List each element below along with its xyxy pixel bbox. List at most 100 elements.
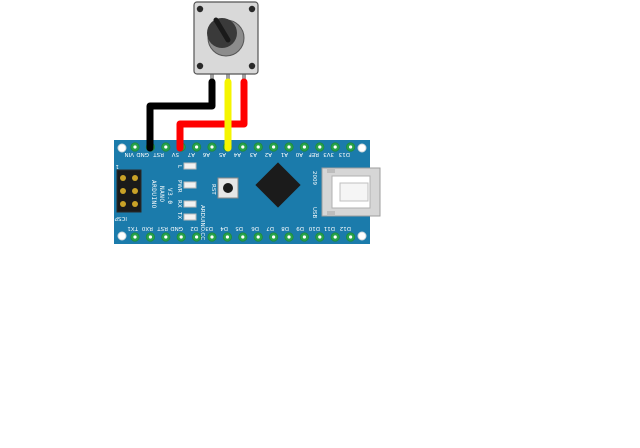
usb-tab: [327, 211, 335, 216]
pin-label-d12: D12: [340, 225, 351, 231]
led-label-rx: RX: [176, 200, 182, 208]
pin-label-d10: D10: [308, 225, 320, 231]
pot-leg-wiper: [226, 72, 230, 84]
pin-hole: [272, 145, 276, 149]
pot-mount-hole: [196, 5, 204, 13]
icsp-pin: [120, 175, 126, 181]
pin-label-a0: A0: [295, 151, 303, 157]
led-label-tx: TX: [176, 211, 182, 219]
status-leds: L PWR RX TX: [176, 162, 197, 221]
led-l: [183, 162, 197, 170]
wire-red-5v[interactable]: [176, 78, 248, 152]
mount-hole: [117, 143, 127, 153]
mount-hole: [357, 231, 367, 241]
pin-label-d6: D6: [251, 225, 259, 231]
pin-label-d8: D8: [281, 225, 289, 231]
pin-hole: [179, 235, 183, 239]
pin-label-a4: A4: [233, 151, 241, 157]
pot-mount-hole: [248, 5, 256, 13]
pin-hole: [148, 235, 152, 239]
website-label: ARDUINO.CC: [199, 205, 205, 240]
pot-leg-right: [242, 72, 246, 84]
icsp-pin1-label: 1: [116, 163, 120, 169]
pin-label-a6: A6: [202, 151, 210, 157]
icsp-pin: [132, 188, 138, 194]
icsp-pin: [132, 201, 138, 207]
pin-label-rst: RST: [153, 151, 164, 157]
pin-label-a2: A2: [265, 151, 272, 157]
led-tx: [183, 213, 197, 221]
pin-label-a3: A3: [249, 151, 257, 157]
microcontroller-chip: [255, 162, 301, 208]
pin-hole: [133, 145, 137, 149]
pin-hole: [225, 235, 229, 239]
pin-label-vin: VIN: [125, 151, 135, 157]
pin-hole: [349, 235, 353, 239]
pin-hole: [164, 145, 168, 149]
pin-label-3v3: 3V3: [323, 151, 334, 157]
pin-label-d13: D13: [338, 151, 350, 157]
pin-label-gnd: GND: [136, 151, 149, 157]
pin-hole: [195, 145, 199, 149]
pot-mount-hole: [196, 62, 204, 70]
led-label-pwr: PWR: [176, 180, 182, 193]
usb-tab: [327, 168, 335, 173]
pin-label-a1: A1: [281, 151, 288, 157]
board-name-line-1: ARDUINO: [150, 180, 157, 209]
icsp-pin: [132, 175, 138, 181]
icsp-pin: [120, 201, 126, 207]
pin-hole: [302, 235, 306, 239]
reset-button-label: RST: [210, 184, 216, 195]
pin-hole: [241, 145, 245, 149]
board-name-line-3: V3.0: [166, 188, 173, 204]
pin-hole: [210, 235, 214, 239]
wires: [146, 78, 248, 152]
potentiometer: [193, 1, 259, 84]
pin-hole: [333, 145, 337, 149]
chip-body: [255, 162, 301, 208]
led-label-l: L: [176, 165, 182, 169]
pin-label-d11: D11: [324, 225, 335, 231]
icsp-pin: [120, 188, 126, 194]
pin-label-ref: REF: [309, 151, 319, 157]
pin-hole: [210, 145, 214, 149]
wire-black-gnd[interactable]: [146, 78, 216, 152]
pin-hole: [318, 235, 322, 239]
pin-hole: [318, 145, 322, 149]
led-pwr: [183, 181, 197, 189]
pin-label-d2: D2: [190, 225, 198, 231]
icsp-label: ICSP: [114, 215, 127, 221]
icsp-header: ICSP 1: [114, 163, 142, 221]
board-name-line-2: NANO: [158, 186, 165, 202]
reset-button-cap[interactable]: [223, 183, 233, 193]
pot-mount-hole: [248, 62, 256, 70]
pin-hole: [349, 145, 353, 149]
pin-label-tx1: TX1: [127, 225, 139, 231]
bottom-pin-header: [130, 232, 356, 242]
pin-hole: [241, 235, 245, 239]
top-pin-header: [130, 142, 356, 152]
chip-label: 2009: [311, 171, 317, 185]
usb-tongue: [339, 182, 369, 202]
pin-label-a7: A7: [187, 151, 195, 157]
pin-hole: [287, 145, 291, 149]
usb-connector[interactable]: [321, 167, 381, 217]
pin-hole: [333, 235, 337, 239]
mount-hole: [357, 143, 367, 153]
led-rx: [183, 200, 197, 208]
pin-label-5v: 5V: [172, 151, 179, 157]
pin-label-d4: D4: [220, 225, 228, 231]
pin-label-d3: D3: [205, 225, 213, 231]
pin-hole: [287, 235, 291, 239]
pin-label-gnd-2: GND: [170, 225, 183, 231]
pin-hole: [256, 235, 260, 239]
pin-hole: [272, 235, 276, 239]
pin-hole: [164, 235, 168, 239]
reset-button[interactable]: RST: [210, 177, 239, 199]
pin-label-a5: A5: [218, 151, 226, 157]
pot-knob-notch: [213, 17, 231, 43]
pin-label-rst-2: RST: [157, 225, 168, 231]
pin-label-d5: D5: [235, 225, 243, 231]
arduino-nano-board: VIN GND RST 5V A7 A6 A5 A4 A3 A2 A1 A0 R…: [114, 140, 381, 244]
